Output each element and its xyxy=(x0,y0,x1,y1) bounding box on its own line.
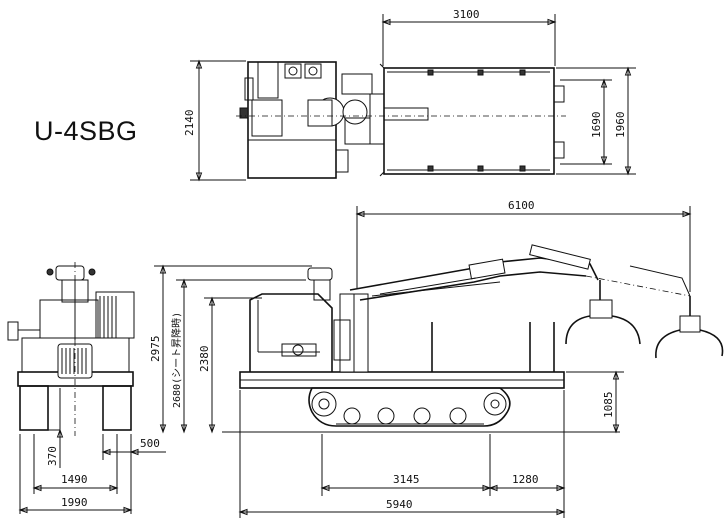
dim-boom-reach: 6100 xyxy=(508,199,535,212)
dim-rear-overhang: 1280 xyxy=(512,473,539,486)
dim-deck-height: 1085 xyxy=(602,392,615,419)
side-view-dimensions: 6100 2975 2680(シート昇降時) 2380 1085 xyxy=(149,199,692,518)
dim-top-width-outer: 2140 xyxy=(183,110,196,137)
dim-top-length: 3100 xyxy=(453,8,480,21)
dim-overall-width: 1990 xyxy=(61,496,88,509)
model-title: U-4SBG xyxy=(34,116,138,146)
dim-overall-length: 5940 xyxy=(386,498,413,511)
dim-height-total: 2975 xyxy=(149,336,162,363)
dim-track-gauge: 1490 xyxy=(61,473,88,486)
front-view xyxy=(7,262,135,436)
side-view xyxy=(222,244,724,433)
dim-ground-clearance: 370 xyxy=(46,446,59,466)
front-view-dimensions: 370 500 1490 1990 xyxy=(18,388,166,514)
dim-track-length: 3145 xyxy=(393,473,420,486)
dim-height-cab: 2380 xyxy=(198,346,211,373)
dim-track-width: 500 xyxy=(140,437,160,450)
dim-top-width-inner: 1690 xyxy=(590,112,603,139)
top-view-dimensions: 3100 2140 1690 1960 xyxy=(183,8,636,182)
top-view xyxy=(236,61,566,179)
dim-top-width-right: 1960 xyxy=(614,112,627,139)
dim-height-seat: 2680(シート昇降時) xyxy=(170,312,183,408)
